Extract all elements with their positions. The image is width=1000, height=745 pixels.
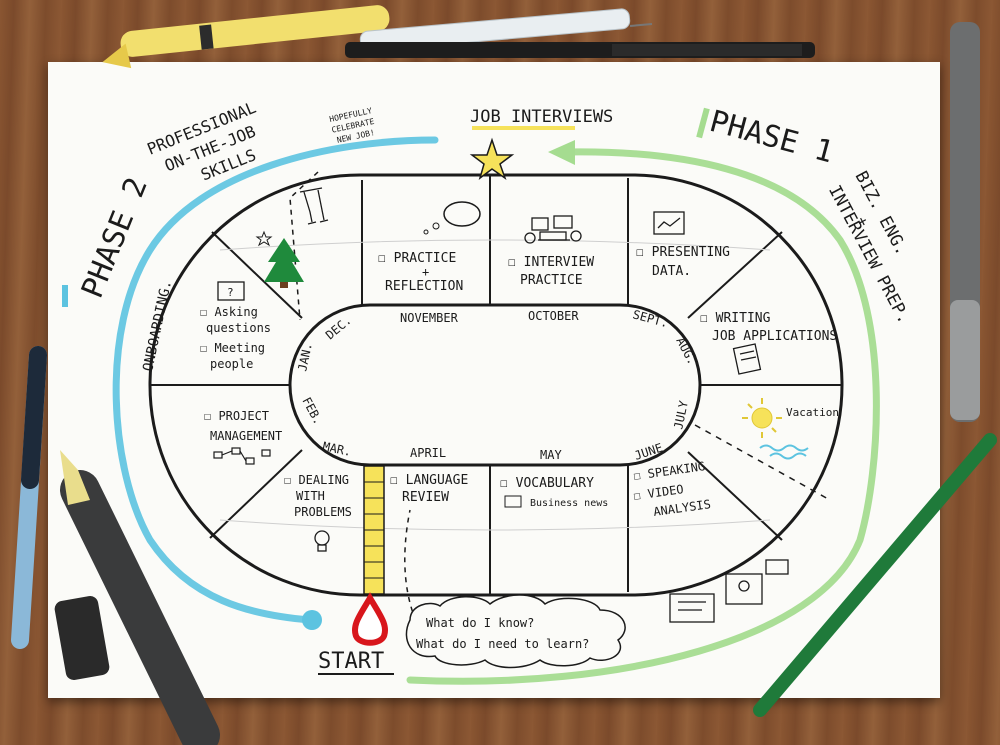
lightbulb-icon bbox=[314, 530, 330, 552]
practice-line-1: ☐ PRACTICE bbox=[378, 251, 456, 266]
month-october: OCTOBER bbox=[528, 309, 579, 323]
thought-cloud-icon bbox=[423, 201, 481, 235]
onboarding-label: ONBOARDING. bbox=[140, 279, 175, 373]
gray-marker-icon bbox=[950, 22, 980, 422]
cloud-line-1: What do I know? bbox=[426, 616, 534, 630]
meeting-people: ☐ Meeting people bbox=[200, 341, 265, 371]
yellow-highlighter-icon bbox=[102, 5, 390, 69]
phase2-endpoint bbox=[302, 610, 322, 630]
chat-bubbles-icon bbox=[669, 559, 789, 623]
presenting-data: ☐ PRESENTING DATA. bbox=[636, 245, 730, 279]
waves-icon bbox=[759, 444, 809, 460]
start-marker-icon bbox=[352, 592, 388, 646]
writing-applications: ☐ WRITING JOB APPLICATIONS bbox=[700, 311, 837, 344]
business-news-label: Business news bbox=[530, 498, 608, 509]
star-icon bbox=[469, 137, 515, 180]
phase2-marker bbox=[62, 285, 68, 307]
language-line-1: ☐ LANGUAGE bbox=[390, 473, 468, 488]
presenting-line-1: ☐ PRESENTING bbox=[636, 245, 730, 260]
phase1-marker bbox=[696, 107, 710, 139]
month-may: MAY bbox=[540, 448, 562, 462]
language-line-2: REVIEW bbox=[402, 490, 449, 505]
interview-practice: ☐ INTERVIEW PRACTICE bbox=[508, 255, 594, 288]
start-label: START bbox=[318, 649, 384, 674]
interview-line-1: ☐ INTERVIEW bbox=[508, 255, 594, 270]
question-mark: ? bbox=[227, 286, 234, 299]
vocabulary-label: ☐ VOCABULARY bbox=[500, 476, 594, 491]
month-july: JULY bbox=[671, 399, 691, 431]
speaking-line-2: ☐ VIDEO bbox=[632, 482, 684, 503]
dealing-line-1: ☐ DEALING bbox=[284, 473, 349, 487]
interview-line-2: PRACTICE bbox=[520, 273, 583, 288]
hopefully-dash bbox=[289, 171, 319, 321]
question-cloud bbox=[405, 594, 626, 669]
project-management: ☐ PROJECT MANAGEMENT bbox=[204, 409, 282, 443]
sun-icon bbox=[742, 398, 782, 438]
month-march: MAR. bbox=[321, 439, 352, 459]
gel-pen-icon bbox=[359, 8, 653, 52]
asking-line-2: questions bbox=[206, 321, 271, 335]
speaking-video: ☐ SPEAKING ☐ VIDEO ANALYSIS bbox=[632, 459, 711, 519]
project-line-2: MANAGEMENT bbox=[210, 429, 282, 443]
document-icon bbox=[732, 343, 762, 375]
phase2-title: PHASE 2 bbox=[75, 173, 155, 303]
asking-questions: ☐ Asking questions bbox=[200, 305, 271, 335]
track-inner bbox=[288, 303, 702, 467]
fineliner-pen-icon bbox=[345, 42, 815, 58]
christmas-tree-icon bbox=[255, 230, 304, 288]
vacation-label: Vacation bbox=[786, 406, 839, 419]
speaking-line-3: ANALYSIS bbox=[652, 497, 711, 519]
practice-line-2: + bbox=[422, 265, 429, 279]
practice-line-3: REFLECTION bbox=[385, 279, 463, 294]
writing-line-2: JOB APPLICATIONS bbox=[712, 329, 837, 344]
champagne-glasses-icon bbox=[299, 187, 329, 225]
asking-line-1: ☐ Asking bbox=[200, 305, 258, 319]
month-april: APRIL bbox=[410, 446, 446, 460]
phase1-green-arc bbox=[406, 148, 880, 685]
phase1-arrowhead bbox=[548, 140, 575, 165]
blue-pen-icon bbox=[11, 346, 47, 649]
phase2-blue-arc bbox=[112, 136, 439, 624]
phase1-title: PHASE 1 bbox=[706, 104, 837, 171]
meeting-line-1: ☐ Meeting bbox=[200, 341, 265, 355]
project-line-1: ☐ PROJECT bbox=[204, 409, 269, 423]
month-november: NOVEMBER bbox=[400, 311, 459, 325]
black-marker-icon bbox=[54, 450, 220, 745]
presenting-line-2: DATA. bbox=[652, 264, 691, 279]
dealing-line-3: PROBLEMS bbox=[294, 505, 352, 519]
dealing-line-2: WITH bbox=[296, 489, 325, 503]
vacation-dash bbox=[694, 424, 831, 501]
question-box-icon: ? bbox=[217, 281, 245, 301]
hopefully-note: HOPEFULLY CELEBRATE NEW JOB! bbox=[329, 106, 376, 145]
language-review: ☐ LANGUAGE REVIEW bbox=[390, 473, 468, 505]
phase2-subtitle: PROFESSIONAL ON-THE-JOB SKILLS bbox=[144, 98, 258, 185]
newspaper-icon bbox=[504, 495, 522, 508]
flowchart-icon bbox=[213, 447, 271, 465]
interview-scene-icon bbox=[524, 215, 582, 244]
presentation-board-icon bbox=[653, 211, 685, 235]
green-pen-icon bbox=[753, 433, 997, 717]
writing-line-1: ☐ WRITING bbox=[700, 311, 771, 326]
job-interviews-label: JOB INTERVIEWS bbox=[470, 107, 613, 127]
practice-reflection: ☐ PRACTICE + REFLECTION bbox=[378, 251, 463, 294]
cloud-line-2: What do I need to learn? bbox=[416, 637, 589, 651]
guide-lines bbox=[219, 239, 771, 531]
dealing-problems: ☐ DEALING WITH PROBLEMS bbox=[284, 473, 352, 519]
start-lane bbox=[363, 465, 385, 595]
meeting-line-2: people bbox=[210, 357, 253, 371]
month-january: JAN. bbox=[295, 341, 315, 372]
